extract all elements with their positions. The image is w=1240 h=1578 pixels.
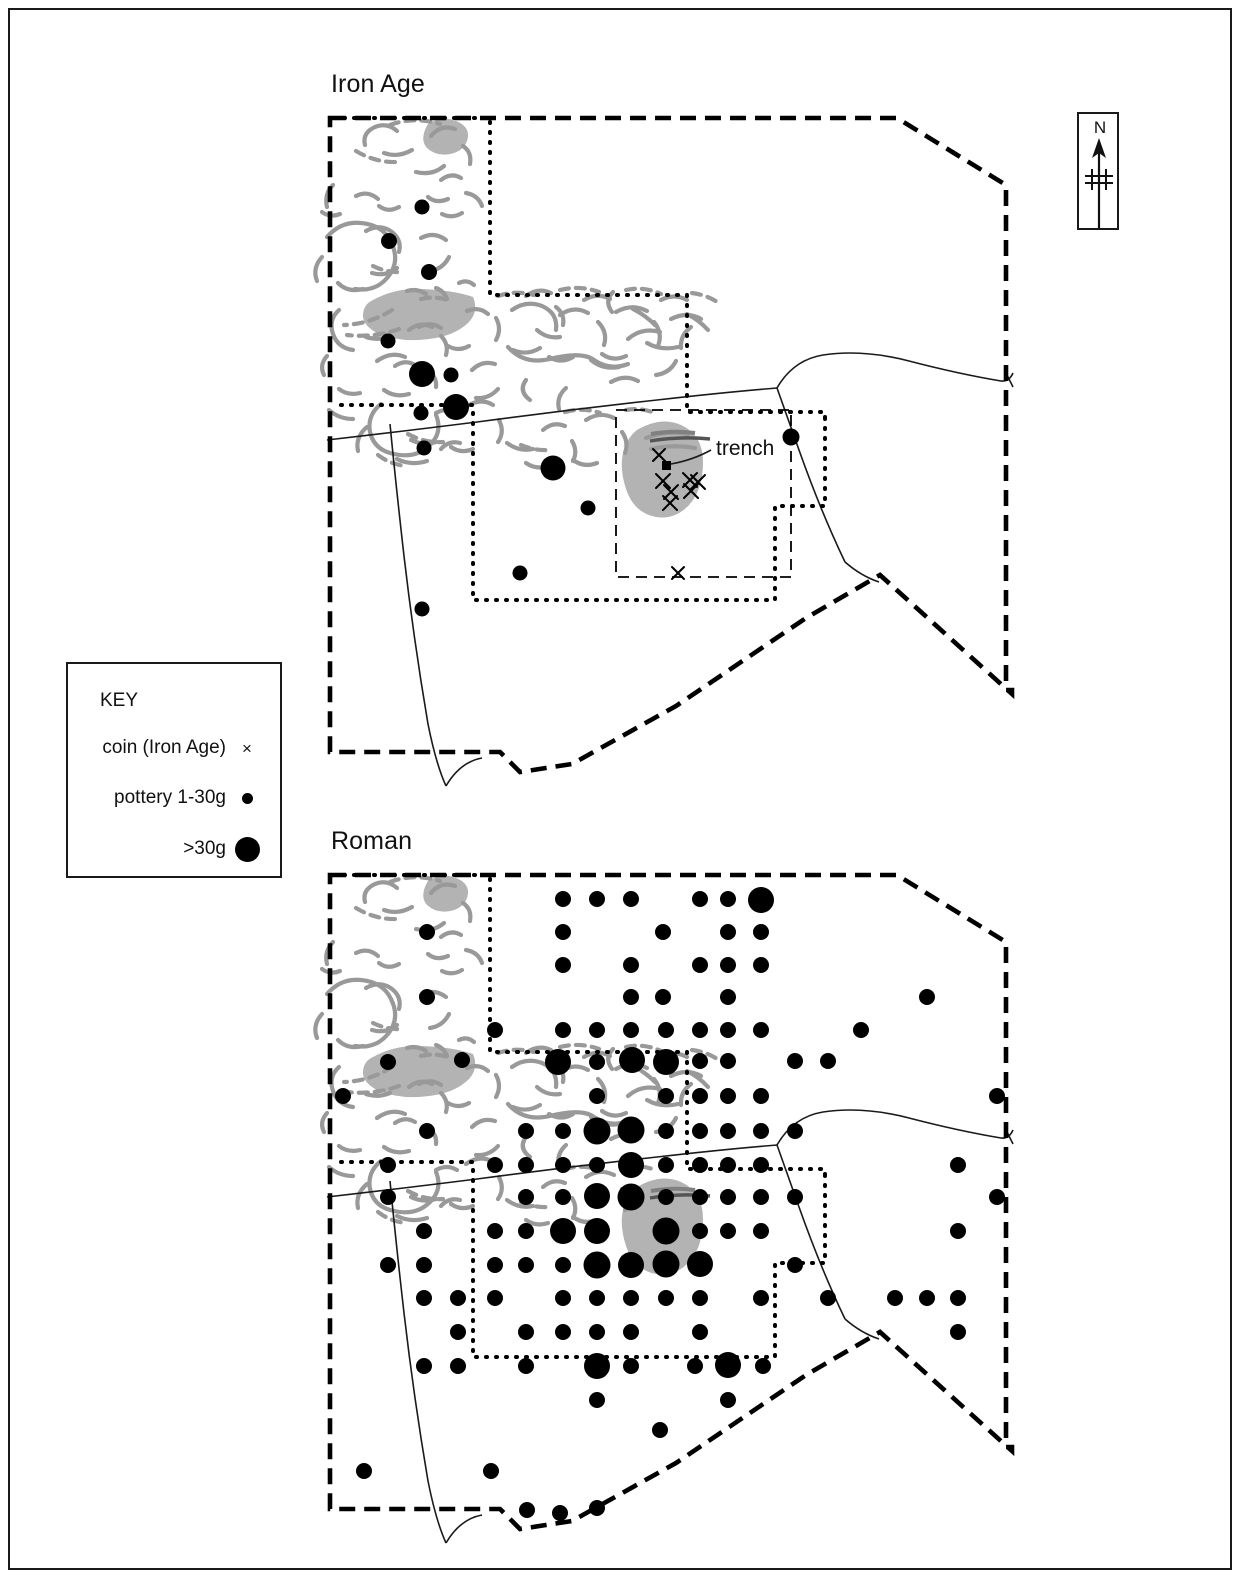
iron-age-survey-boundary[interactable] (332, 116, 827, 602)
key-label-pottery-large: >30g (183, 838, 226, 859)
roman-survey-boundary[interactable] (332, 873, 827, 1359)
iron-age-study-boundary[interactable] (327, 115, 1015, 775)
key-glyph-pottery-small (241, 792, 253, 804)
iron-age-excavation-area[interactable] (615, 409, 792, 578)
panel-title-roman: Roman (331, 827, 413, 855)
roman-study-boundary[interactable] (327, 872, 1015, 1532)
key-title: KEY (100, 690, 139, 711)
roman-cropmark-lines (313, 880, 711, 1227)
iron-age-pottery-small (380, 199, 800, 617)
roman-field-boundaries (326, 1109, 1014, 1544)
iron-age-cropmark-lines (313, 123, 711, 470)
key-label-pottery-small: pottery 1-30g (114, 787, 226, 808)
panel-title-iron-age: Iron Age (331, 70, 425, 98)
iron-age-pottery-large (409, 361, 566, 481)
trench-marker (662, 449, 712, 470)
trench-annotation-label: trench (716, 437, 775, 460)
iron-age-trench-line (649, 429, 711, 443)
iron-age-coin-markers (652, 448, 706, 580)
north-arrow-icon (1085, 138, 1113, 228)
key-row-pottery-large: >30g (82, 834, 264, 864)
roman-pottery-small (335, 891, 1005, 1521)
iron-age-cropmark-dashed (341, 118, 723, 469)
small-circle-marker-icon (230, 792, 264, 804)
key-row-pottery-small: pottery 1-30g (82, 784, 264, 812)
key-glyph-coin: × (242, 738, 252, 758)
map-key: KEY coin (Iron Age) × pottery 1-30g >30g (66, 662, 282, 878)
roman-soilmark-spreads (362, 875, 703, 1275)
cross-marker-icon: × (230, 740, 264, 757)
roman-pottery-large (545, 887, 774, 1379)
key-label-coin: coin (Iron Age) (102, 737, 226, 758)
north-arrow: N (1077, 112, 1119, 230)
key-row-coin: coin (Iron Age) × (82, 734, 264, 762)
large-circle-marker-icon (230, 836, 264, 862)
north-letter: N (1093, 118, 1107, 137)
key-glyph-pottery-large (234, 836, 260, 862)
